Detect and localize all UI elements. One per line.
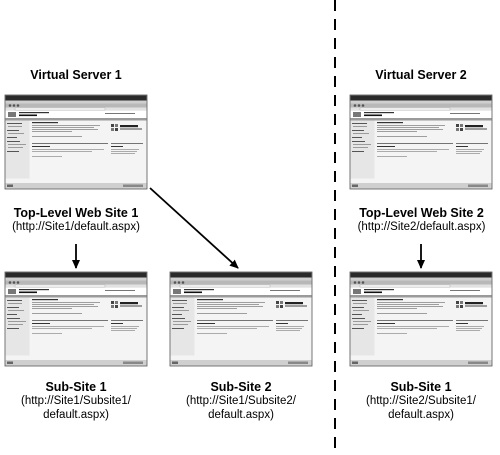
- sub-site-2-url-line1: (http://Site1/Subsite2/: [186, 395, 296, 407]
- sub-site-2-title: Sub-Site 2: [210, 380, 272, 394]
- top-level-site-2-screenshot: [349, 94, 493, 190]
- site2-sub-site-1-title: Sub-Site 1: [390, 380, 452, 394]
- sub-site-2-url-line2: default.aspx): [208, 409, 274, 421]
- sub-site-2-label: Sub-Site 2 (http://Site1/Subsite2/ defau…: [164, 380, 318, 422]
- site2-sub-site-1-url-line2: default.aspx): [388, 409, 454, 421]
- sub-site-1-url-line2: default.aspx): [43, 409, 109, 421]
- sub-site-1-label: Sub-Site 1 (http://Site1/Subsite1/ defau…: [0, 380, 152, 422]
- top-level-site-1-url: (http://Site1/default.aspx): [12, 221, 140, 233]
- sub-site-1-screenshot: [4, 271, 148, 367]
- sub-site-2-screenshot: [169, 271, 313, 367]
- top-level-site-2-title: Top-Level Web Site 2: [359, 206, 484, 220]
- site2-sub-site-1-label: Sub-Site 1 (http://Site2/Subsite1/ defau…: [345, 380, 497, 422]
- sub-site-1-title: Sub-Site 1: [45, 380, 107, 394]
- site2-sub-site-1-screenshot: [349, 271, 493, 367]
- top-level-site-2-label: Top-Level Web Site 2 (http://Site2/defau…: [343, 206, 500, 234]
- arrow-top1-to-sub2: [149, 187, 239, 269]
- top-level-site-2-url: (http://Site2/default.aspx): [357, 221, 486, 233]
- top-level-site-1-label: Top-Level Web Site 1 (http://Site1/defau…: [0, 206, 152, 234]
- top-level-site-1-screenshot: [4, 94, 148, 190]
- site2-sub-site-1-url-line1: (http://Site2/Subsite1/: [366, 395, 476, 407]
- sub-site-1-url-line1: (http://Site1/Subsite1/: [21, 395, 131, 407]
- virtual-server-1-title: Virtual Server 1: [30, 68, 122, 82]
- top-level-site-1-title: Top-Level Web Site 1: [13, 206, 139, 220]
- virtual-server-2-title: Virtual Server 2: [375, 68, 467, 82]
